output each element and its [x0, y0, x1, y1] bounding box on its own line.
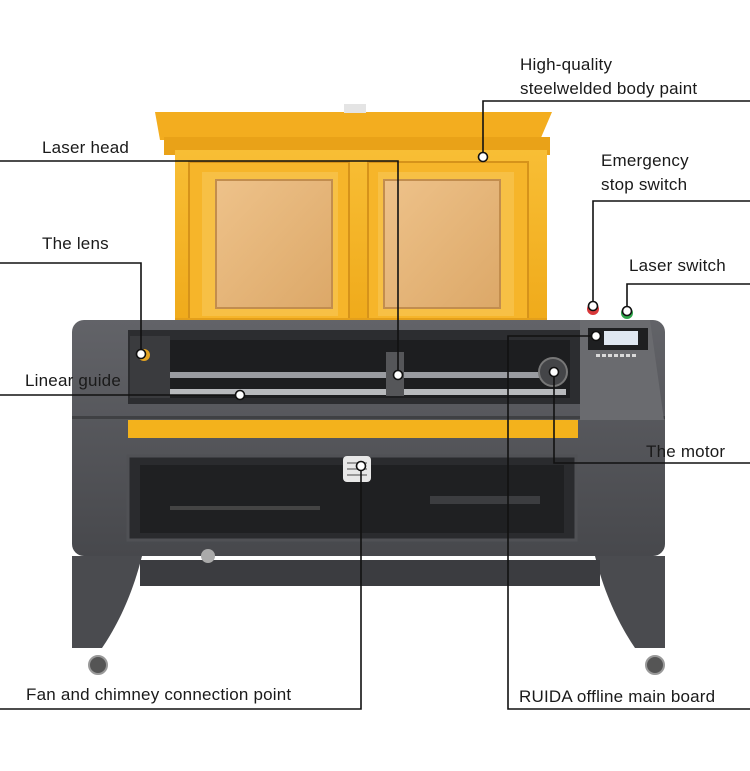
leader-lens	[0, 262, 142, 352]
label-lens: The lens	[42, 234, 109, 253]
label-linear-guide: Linear guide	[25, 371, 121, 390]
marker-body-paint	[477, 151, 489, 163]
marker-motor	[548, 366, 560, 378]
leader-laser-head	[0, 160, 399, 374]
machine-lid	[155, 104, 552, 332]
label-emergency-line1: Emergency	[601, 151, 689, 170]
label-emergency-line2: stop switch	[601, 175, 688, 194]
callout-leader-lines	[0, 100, 750, 710]
leader-laser-switch	[626, 283, 750, 311]
marker-laser-head	[392, 369, 404, 381]
machine-stand	[72, 549, 665, 675]
marker-emergency	[587, 300, 599, 312]
leader-body-paint	[482, 100, 750, 157]
leader-main-board	[507, 335, 750, 710]
label-motor: The motor	[646, 442, 726, 461]
marker-lens	[135, 348, 147, 360]
label-emergency: Emergency stop switch	[601, 149, 689, 197]
label-laser-switch: Laser switch	[629, 256, 726, 275]
label-fan-chimney: Fan and chimney connection point	[26, 685, 292, 704]
label-body-paint: High-quality steelwelded body paint	[520, 53, 697, 101]
marker-fan-chimney	[355, 460, 367, 472]
marker-laser-switch	[621, 305, 633, 317]
label-body-paint-line2: steelwelded body paint	[520, 79, 698, 98]
label-laser-head: Laser head	[42, 138, 130, 157]
label-body-paint-line1: High-quality	[520, 55, 613, 74]
marker-main-board	[590, 330, 602, 342]
leader-fan-chimney	[0, 466, 362, 710]
callout-markers	[135, 151, 633, 472]
machine-body	[72, 303, 665, 556]
marker-linear-guide	[234, 389, 246, 401]
leader-motor	[553, 372, 750, 464]
leader-emergency	[592, 200, 750, 306]
label-main-board: RUIDA offline main board	[519, 687, 716, 706]
